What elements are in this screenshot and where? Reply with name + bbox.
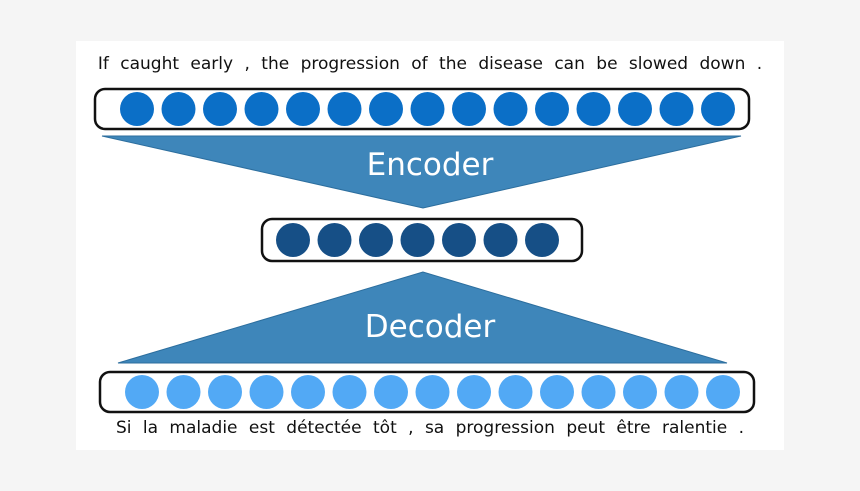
context-vector-unit <box>442 223 476 257</box>
input-vector-unit <box>327 92 362 126</box>
encoder-funnel <box>101 135 742 209</box>
input-vector-unit <box>286 92 320 126</box>
input-vector-unit <box>120 92 154 126</box>
output-vector-unit <box>457 375 491 409</box>
output-vector-unit <box>208 375 242 409</box>
output-vector-unit <box>125 375 159 409</box>
output-vector-unit <box>498 375 533 409</box>
output-vector-unit <box>249 375 284 409</box>
target-sentence: Si la maladie est détectée tôt , sa prog… <box>115 418 745 438</box>
input-vector-unit <box>618 92 652 126</box>
output-vector-unit <box>623 375 657 409</box>
decoder-label: Decoder <box>364 309 496 345</box>
input-vector-circles <box>120 92 735 126</box>
output-vector-unit <box>166 375 201 409</box>
output-vector-unit <box>581 375 616 409</box>
output-vector-unit <box>374 375 408 409</box>
input-vector-unit <box>701 92 735 126</box>
context-vector-unit <box>359 223 393 257</box>
input-vector-unit <box>369 92 403 126</box>
input-vector-unit <box>576 92 611 126</box>
input-vector-unit <box>203 92 237 126</box>
source-sentence: If caught early , the progression of the… <box>97 54 763 74</box>
output-vector-circles <box>125 375 740 409</box>
output-vector-unit <box>664 375 699 409</box>
input-vector-unit <box>452 92 486 126</box>
input-vector-unit <box>535 92 569 126</box>
output-vector-unit <box>706 375 740 409</box>
output-vector-unit <box>291 375 325 409</box>
input-vector-unit <box>493 92 528 126</box>
encoder-label: Encoder <box>366 147 494 183</box>
context-vector-circles <box>276 223 559 257</box>
input-vector-unit <box>161 92 196 126</box>
output-vector-unit <box>540 375 574 409</box>
output-vector-unit <box>415 375 450 409</box>
input-vector-unit <box>410 92 445 126</box>
decoder-funnel <box>117 271 728 364</box>
input-vector-unit <box>244 92 279 126</box>
input-vector-unit <box>659 92 694 126</box>
context-vector-unit <box>525 223 559 257</box>
output-vector-unit <box>332 375 367 409</box>
context-vector-unit <box>483 223 518 257</box>
context-vector-unit <box>317 223 352 257</box>
context-vector-unit <box>400 223 435 257</box>
context-vector-unit <box>276 223 310 257</box>
